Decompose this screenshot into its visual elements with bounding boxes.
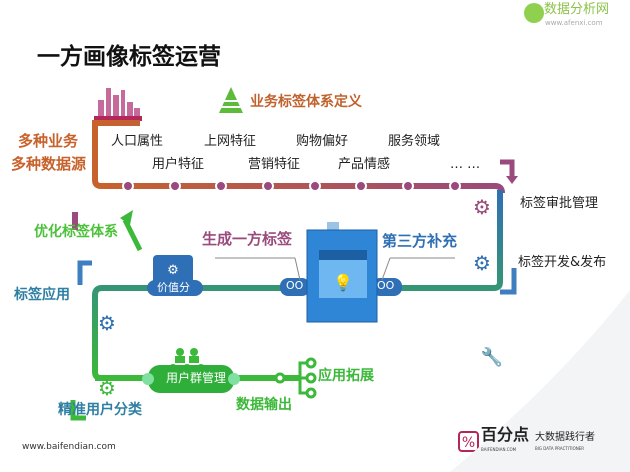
user-group-label: 用户群管理	[166, 371, 227, 385]
gear-icon: ⚙ ⚙ ⚙ ⚙	[98, 195, 491, 400]
category-label: 用户特征	[152, 157, 205, 172]
top-pipe	[92, 120, 505, 194]
pipe-dots	[122, 180, 461, 192]
pyramid-icon	[218, 87, 244, 113]
category-label: 购物偏好	[296, 134, 349, 149]
arrow-purple	[500, 159, 515, 178]
classify-label: 精准用户分类	[58, 402, 142, 418]
watermark-name: 数据分析网	[544, 2, 610, 17]
svg-text:%: %	[462, 435, 475, 451]
footer-url: www.baifendian.com	[22, 442, 116, 452]
third-party-label: 第三方补充	[382, 232, 458, 250]
category-label: … …	[450, 157, 481, 172]
category-label: 人口属性	[111, 134, 164, 149]
category-label: 营销特征	[248, 157, 301, 172]
generate-label: 生成一方标签	[202, 230, 293, 248]
slogan-sub: BIG DATA PRACTITIONER	[535, 446, 585, 451]
arrow-green-up	[122, 218, 143, 252]
brand-sub: BAIFENDIAN.COM	[481, 447, 517, 452]
apply-label: 标签应用	[14, 287, 70, 303]
sources-label-2: 多种数据源	[11, 155, 87, 173]
machine-icon: 💡	[306, 222, 378, 323]
optimize-label: 优化标签体系	[34, 224, 118, 240]
slogan: 大数据践行者	[535, 432, 595, 443]
approval-label: 标签审批管理	[520, 196, 599, 211]
category-label: 服务领域	[388, 134, 441, 149]
baifendian-logo	[458, 431, 479, 452]
sources-label-1: 多种业务	[18, 132, 79, 150]
value-gear-icon: ⚙	[167, 263, 179, 278]
app-expand-label: 应用拓展	[318, 368, 374, 384]
svg-text:⚙: ⚙	[98, 376, 116, 400]
arrow-blue-left	[77, 260, 92, 285]
develop-label: 标签开发&发布	[518, 255, 607, 270]
svg-text:⚙: ⚙	[98, 311, 116, 335]
connector-left: OO	[286, 279, 304, 292]
output-branch	[274, 357, 317, 399]
category-label: 产品情感	[338, 157, 391, 172]
definition-label: 业务标签体系定义	[250, 94, 362, 110]
connector-right: OO	[377, 279, 395, 292]
svg-text:💡: 💡	[333, 273, 353, 292]
svg-text:⚙: ⚙	[473, 251, 491, 275]
data-output-label: 数据输出	[236, 397, 292, 413]
city-icon	[94, 88, 142, 121]
watermark-url: www.afenxi.com	[545, 19, 603, 27]
category-label: 上网特征	[204, 134, 257, 149]
user-group-capsule	[148, 365, 234, 393]
brand-name: 百分点	[481, 425, 530, 444]
page-title: 一方画像标签运营	[37, 44, 221, 70]
wrench-icon: 🔧	[481, 346, 503, 368]
value-score-label: 价值分	[157, 281, 190, 294]
arrow-green-down	[70, 400, 86, 421]
afenxi-logo	[524, 3, 544, 23]
svg-text:⚙: ⚙	[473, 195, 491, 219]
arrow-blue-right	[500, 268, 517, 295]
